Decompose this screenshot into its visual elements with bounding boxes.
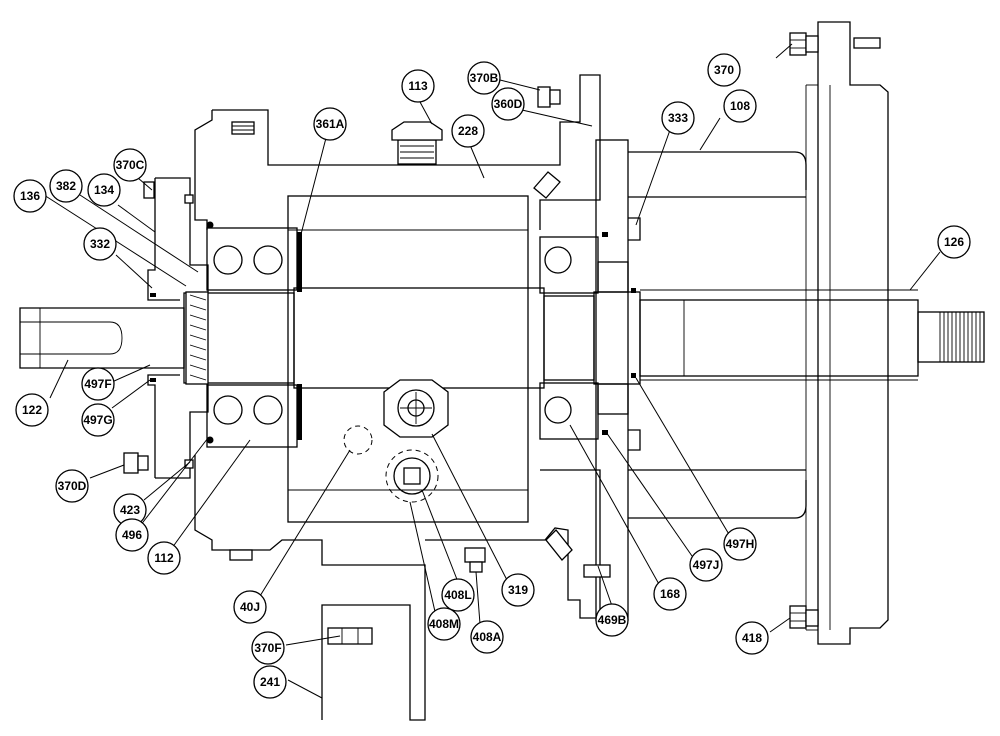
pump-casing — [194, 74, 601, 721]
callout-126: 126 — [937, 225, 971, 259]
svg-text:408L: 408L — [444, 588, 471, 602]
bearing-locknut — [185, 291, 209, 385]
svg-text:360D: 360D — [494, 97, 523, 111]
callout-408a: 408A — [470, 620, 504, 654]
bolt-469b — [583, 564, 611, 578]
callout-113: 113 — [401, 69, 435, 103]
svg-text:122: 122 — [22, 403, 42, 417]
callout-370: 370 — [707, 53, 741, 87]
svg-text:370: 370 — [714, 63, 734, 77]
callout-332: 332 — [83, 227, 117, 261]
svg-text:423: 423 — [120, 503, 140, 517]
callout-168: 168 — [653, 577, 687, 611]
callout-497f: 497F — [81, 367, 115, 401]
callout-122: 122 — [15, 393, 49, 427]
callout-136: 136 — [13, 179, 47, 213]
svg-text:112: 112 — [154, 551, 174, 565]
svg-text:40J: 40J — [240, 600, 260, 614]
shaft-thread — [939, 312, 981, 362]
vane-bottom — [545, 529, 573, 561]
svg-text:370D: 370D — [58, 479, 87, 493]
svg-text:168: 168 — [660, 587, 680, 601]
port-40j — [343, 425, 373, 455]
callout-319: 319 — [501, 573, 535, 607]
svg-text:108: 108 — [730, 99, 750, 113]
callout-497j: 497J — [689, 548, 723, 582]
svg-text:319: 319 — [508, 583, 528, 597]
bracket-body — [628, 151, 918, 519]
callout-108: 108 — [723, 89, 757, 123]
callout-497g: 497G — [81, 403, 115, 437]
callout-112: 112 — [147, 541, 181, 575]
svg-text:408A: 408A — [473, 630, 502, 644]
svg-text:497G: 497G — [83, 413, 112, 427]
impeller — [287, 195, 529, 523]
bolt-370b — [537, 86, 561, 108]
svg-text:126: 126 — [944, 235, 964, 249]
seal-plate — [595, 139, 641, 621]
sight-glass — [383, 379, 449, 438]
svg-text:241: 241 — [260, 675, 280, 689]
svg-text:382: 382 — [56, 179, 76, 193]
svg-text:370F: 370F — [254, 641, 281, 655]
callout-228: 228 — [451, 114, 485, 148]
svg-text:496: 496 — [122, 528, 142, 542]
left-bearing-housing — [206, 221, 302, 448]
callout-134: 134 — [87, 173, 121, 207]
svg-text:469B: 469B — [598, 613, 627, 627]
callout-469b: 469B — [595, 603, 629, 637]
callout-382: 382 — [49, 169, 83, 203]
svg-text:136: 136 — [20, 189, 40, 203]
callout-418: 418 — [735, 621, 769, 655]
svg-text:333: 333 — [668, 111, 688, 125]
callout-370c: 370C — [113, 148, 147, 182]
svg-text:370B: 370B — [470, 71, 499, 85]
callout-361a: 361A — [313, 107, 347, 141]
svg-text:497J: 497J — [693, 558, 720, 572]
svg-text:228: 228 — [458, 124, 478, 138]
svg-text:418: 418 — [742, 631, 762, 645]
svg-text:113: 113 — [408, 79, 428, 93]
callout-408l: 408L — [441, 578, 475, 612]
vane-top — [533, 171, 561, 199]
callout-497h: 497H — [723, 527, 757, 561]
callout-370f: 370F — [251, 631, 285, 665]
svg-text:332: 332 — [90, 237, 110, 251]
top-plug — [391, 121, 443, 165]
callout-370b: 370B — [467, 61, 501, 95]
flange-bolt-top — [789, 32, 881, 56]
leader-lines — [43, 43, 941, 699]
callout-408m: 408M — [427, 607, 461, 641]
callout-496: 496 — [115, 518, 149, 552]
mounting-flange — [805, 21, 889, 645]
callout-241: 241 — [253, 665, 287, 699]
svg-text:370C: 370C — [116, 158, 145, 172]
drain-port — [385, 449, 439, 503]
callout-360d: 360D — [491, 87, 525, 121]
svg-text:408M: 408M — [429, 617, 459, 631]
bolt-370d — [123, 452, 149, 474]
svg-text:361A: 361A — [316, 117, 345, 131]
base-bolt — [327, 627, 373, 645]
svg-text:497F: 497F — [84, 377, 111, 391]
left-gland — [143, 177, 209, 479]
flange-bolt-bottom — [789, 605, 819, 629]
svg-text:497H: 497H — [726, 537, 755, 551]
pump-shaft — [19, 287, 985, 389]
callout-423: 423 — [113, 493, 147, 527]
callout-370d: 370D — [55, 469, 89, 503]
svg-text:134: 134 — [94, 183, 114, 197]
right-bearing — [539, 236, 629, 440]
callout-333: 333 — [661, 101, 695, 135]
callout-40j: 40J — [233, 590, 267, 624]
